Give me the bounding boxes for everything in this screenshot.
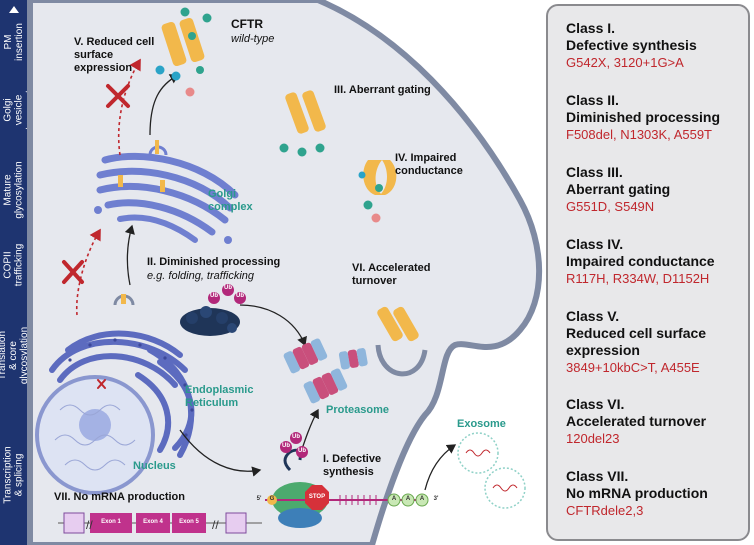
polya-a2: A xyxy=(405,496,411,502)
class-mutations: 120del23 xyxy=(566,431,620,446)
class-i-entry: Class I. Defective synthesis G542X, 3120… xyxy=(566,20,750,71)
class-mutations: G551D, S549N xyxy=(566,199,655,214)
ub-tag: Ub xyxy=(298,448,306,454)
class-subtitle: expression xyxy=(566,342,640,358)
class-v-label: V. Reduced cell surface expression xyxy=(74,36,155,74)
class-ii-label: II. Diminished processing xyxy=(147,256,281,268)
class-title: Class VII. xyxy=(566,468,629,484)
mrna-to-exosome-arrow xyxy=(424,444,457,491)
class-subtitle: Defective synthesis xyxy=(566,37,697,53)
proteasome-label: Proteasome xyxy=(326,404,389,416)
class-subtitle: Diminished processing xyxy=(566,109,721,125)
class-title: Class I. xyxy=(566,20,616,36)
process-stage-bar: PM insertion Trans-Golgi vesicle transpo… xyxy=(0,0,36,545)
misfolded-protein xyxy=(180,284,246,336)
ub-tag: Ub xyxy=(224,285,232,291)
conductance-defect-channel xyxy=(358,160,397,223)
polya-a1: A xyxy=(391,496,397,502)
class-iii-label: III. Aberrant gating xyxy=(334,84,431,96)
exosome-label: Exosome xyxy=(457,418,506,430)
polya-a3: A xyxy=(419,496,425,502)
nucleolus xyxy=(79,409,111,441)
ub-tag: Ub xyxy=(292,434,300,440)
class-subtitle: No mRNA production xyxy=(566,485,708,501)
class-title: Class III. xyxy=(566,164,623,180)
wild-type-label: wild-type xyxy=(231,33,275,45)
endoplasmic-reticulum-shape xyxy=(49,330,195,458)
three-prime-end: 3' xyxy=(433,496,439,502)
stage-arrow-icon xyxy=(9,6,19,13)
gating-defect-channel xyxy=(279,90,326,157)
cell-membrane xyxy=(27,0,543,545)
proteasome-shape xyxy=(283,338,368,404)
svg-text://: // xyxy=(212,518,219,532)
class-ii-entry: Class II. Diminished processing F508del,… xyxy=(566,92,750,143)
nucleus-label: Nucleus xyxy=(133,460,176,472)
class-vi-label: VI. Accelerated turnover xyxy=(352,262,431,287)
class-i-label: I. Defective synthesis xyxy=(323,453,382,478)
class-subtitle: Reduced cell surface xyxy=(566,325,707,341)
class-iii-entry: Class III. Aberrant gating G551D, S549N xyxy=(566,164,750,215)
exon-4: Exon 4 xyxy=(143,519,163,525)
class-iv-entry: Class IV. Impaired conductance R117H, R3… xyxy=(566,236,750,287)
svg-text://: // xyxy=(86,518,93,532)
class-iv-label: IV. Impaired conductance xyxy=(395,152,463,177)
class-mutations: R117H, R334W, D1152H xyxy=(566,271,710,286)
class-v-entry: Class V. Reduced cell surface expression… xyxy=(566,308,750,376)
class-subtitle: Impaired conductance xyxy=(566,253,715,269)
nucleus-to-ribosome-arrow xyxy=(179,429,262,477)
exon-1: Exon 1 xyxy=(101,519,121,525)
class-title: Class II. xyxy=(566,92,619,108)
er-label: Endoplasmic Reticulum xyxy=(185,384,254,409)
cap-g: G xyxy=(269,496,275,502)
exosome-particles xyxy=(457,432,526,509)
class-ii-example: e.g. folding, trafficking xyxy=(147,270,255,282)
class-vi-entry: Class VI. Accelerated turnover 120del23 xyxy=(566,396,750,447)
turnover-channel xyxy=(377,306,419,342)
class-title: Class VI. xyxy=(566,396,625,412)
block-x-icon-1 xyxy=(62,260,84,284)
gene-schematic: // // xyxy=(58,512,262,534)
ub-tag: Ub xyxy=(282,443,290,449)
exon-5: Exon 5 xyxy=(179,519,199,525)
failed-traffic-arrow-1 xyxy=(75,228,101,316)
cftr-label: CFTR xyxy=(231,17,263,31)
class-vii-label: VII. No mRNA production xyxy=(54,491,185,503)
five-prime-end: 5' xyxy=(256,496,262,502)
endocytic-vesicle xyxy=(375,344,428,377)
ub-tag: Ub xyxy=(236,293,244,299)
class-subtitle: Accelerated turnover xyxy=(566,413,707,429)
mrna-strand xyxy=(265,485,429,510)
mutation-classes-panel: Class I. Defective synthesis G542X, 3120… xyxy=(546,4,750,541)
block-x-icon-3 xyxy=(97,379,106,389)
class-mutations: G542X, 3120+1G>A xyxy=(566,55,684,70)
block-x-icon-2 xyxy=(106,84,130,108)
class-title: Class IV. xyxy=(566,236,624,252)
class-mutations: 3849+10kbC>T, A455E xyxy=(566,360,700,375)
class-vii-entry: Class VII. No mRNA production CFTRdele2,… xyxy=(566,468,750,519)
stop-codon: STOP xyxy=(308,494,326,500)
cftr-wildtype-channel xyxy=(155,7,212,97)
er-to-golgi-arrow xyxy=(124,224,135,286)
class-subtitle: Aberrant gating xyxy=(566,181,671,197)
golgi-label: Golgi complex xyxy=(208,188,253,213)
class-title: Class V. xyxy=(566,308,620,324)
class-mutations: CFTRdele2,3 xyxy=(566,503,644,518)
misfolded-to-proteasome-arrow xyxy=(239,304,307,347)
class-mutations: F508del, N1303K, A559T xyxy=(566,127,712,142)
ub-tag: Ub xyxy=(210,293,218,299)
cell-illustration: // // xyxy=(27,0,543,545)
